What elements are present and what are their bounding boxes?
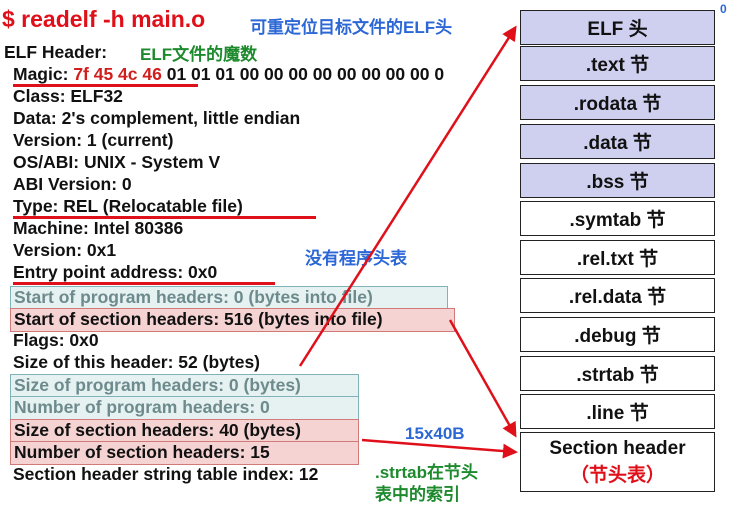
data-line: Data: 2's complement, little endian bbox=[13, 108, 301, 128]
annotation-relocatable-elf-header: 可重定位目标文件的ELF头 bbox=[250, 18, 453, 37]
magic-rest: 01 01 01 00 00 00 00 00 00 00 00 0 bbox=[166, 64, 445, 84]
magic-label: Magic: bbox=[13, 64, 69, 84]
text-section-box: .text 节 bbox=[520, 46, 715, 81]
annotation-strtab-index-1: .strtab在节头 bbox=[375, 463, 478, 482]
strtab-section-box: .strtab 节 bbox=[520, 356, 715, 391]
entry-point-underline bbox=[13, 282, 275, 285]
magic-line: Magic: 7f 45 4c 46 01 01 01 00 00 00 00 … bbox=[13, 64, 520, 85]
rodata-section-box: .rodata 节 bbox=[520, 85, 715, 120]
line-section-box: .line 节 bbox=[520, 394, 715, 429]
magic-bytes: 7f 45 4c 46 bbox=[73, 64, 162, 84]
rel-txt-section-box: .rel.txt 节 bbox=[520, 240, 715, 275]
annotation-strtab-index-2: 表中的索引 bbox=[375, 485, 460, 504]
num-program-headers-line: Number of program headers: 0 bbox=[10, 396, 359, 420]
machine-line: Machine: Intel 80386 bbox=[13, 218, 184, 238]
os-abi-line: OS/ABI: UNIX - System V bbox=[13, 152, 221, 172]
magic-underline bbox=[13, 84, 198, 87]
annotation-no-program-header-table: 没有程序头表 bbox=[305, 249, 407, 268]
symtab-section-box: .symtab 节 bbox=[520, 201, 715, 236]
flags-line: Flags: 0x0 bbox=[13, 330, 99, 350]
num-section-headers-line: Number of section headers: 15 bbox=[10, 441, 359, 465]
shstrndx-line: Section header string table index: 12 bbox=[13, 464, 319, 484]
annotation-elf-magic: ELF文件的魔数 bbox=[140, 45, 258, 64]
size-this-header-line: Size of this header: 52 (bytes) bbox=[13, 352, 261, 372]
start-program-headers-line: Start of program headers: 0 (bytes into … bbox=[10, 286, 448, 310]
arrow-section-count-to-section-header-table bbox=[361, 438, 518, 459]
version-line: Version: 1 (current) bbox=[13, 130, 174, 150]
class-line: Class: ELF32 bbox=[13, 86, 123, 106]
arrow-header-size-to-elf-header bbox=[298, 25, 517, 367]
debug-section-box: .debug 节 bbox=[520, 317, 715, 352]
type-underline bbox=[13, 216, 316, 219]
section-header-table-label: Section header bbox=[549, 438, 686, 459]
elf-header-box: ELF 头 bbox=[520, 10, 715, 45]
bss-section-box: .bss 节 bbox=[520, 163, 715, 198]
data-section-box: .data 节 bbox=[520, 124, 715, 159]
rel-data-section-box: .rel.data 节 bbox=[520, 278, 715, 313]
section-header-table-sublabel: （节头表） bbox=[569, 465, 665, 486]
arrow-section-offset-to-section-header-table bbox=[448, 319, 517, 438]
start-section-headers-line: Start of section headers: 516 (bytes int… bbox=[10, 308, 455, 332]
type-line: Type: REL (Relocatable file) bbox=[13, 196, 243, 216]
offset-zero-label: 0 bbox=[720, 2, 727, 16]
size-program-headers-line: Size of program headers: 0 (bytes) bbox=[10, 374, 359, 398]
annotation-15x40b: 15x40B bbox=[405, 424, 465, 443]
size-section-headers-line: Size of section headers: 40 (bytes) bbox=[10, 419, 359, 443]
readelf-command: $ readelf -h main.o bbox=[2, 6, 206, 32]
entry-point-line: Entry point address: 0x0 bbox=[13, 262, 218, 282]
section-header-table-box: Section header （节头表） bbox=[520, 432, 715, 492]
version2-line: Version: 0x1 bbox=[13, 240, 117, 260]
elf-header-title: ELF Header: bbox=[4, 42, 108, 62]
abi-version-line: ABI Version: 0 bbox=[13, 174, 132, 194]
